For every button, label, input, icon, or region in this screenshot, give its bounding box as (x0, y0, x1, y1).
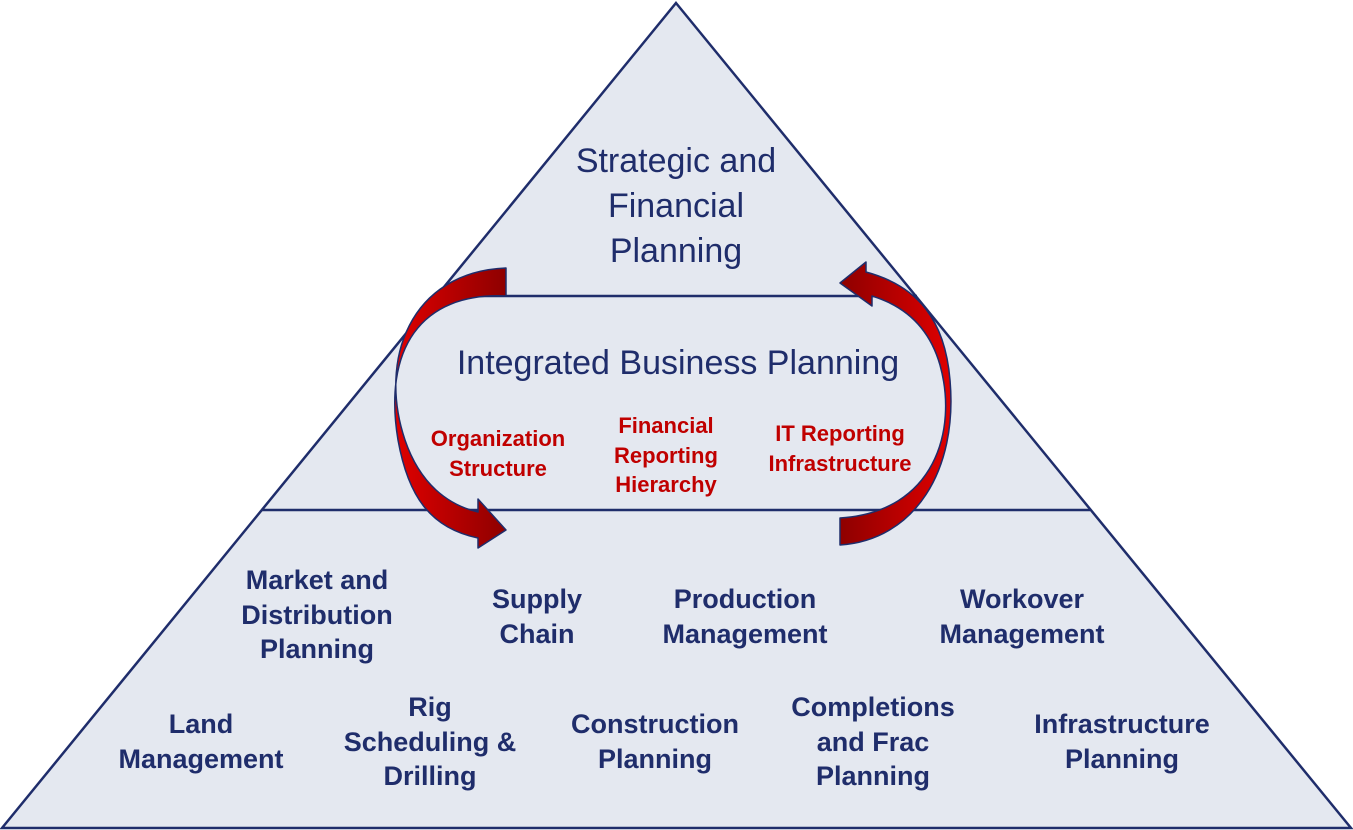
cycle-arrow-left-icon (394, 267, 507, 549)
base-item-construction-planning: Construction Planning (571, 709, 739, 774)
middle-tier-label: Integrated Business Planning (456, 344, 900, 382)
base-item-completions-frac-planning: Completions and Frac Planning (791, 692, 955, 792)
base-item-infrastructure-planning: Infrastructure Planning (1034, 709, 1210, 774)
middle-item-financial-reporting-hierarchy: Financial Reporting Hierarchy (614, 413, 718, 498)
base-item-land-management: Land Management (118, 709, 284, 774)
base-item-rig-scheduling-drilling: Rig Scheduling & Drilling (343, 692, 517, 792)
base-item-supply-chain: Supply Chain (491, 584, 582, 649)
base-item-market-distribution-planning: Market and Distribution Planning (241, 565, 393, 665)
cycle-arrow-right-icon (839, 261, 952, 546)
middle-item-organization-structure: Organization Structure (430, 426, 566, 481)
middle-item-it-reporting-infrastructure: IT Reporting Infrastructure (768, 421, 912, 476)
base-item-production-management: Production Management (662, 584, 828, 649)
base-item-workover-management: Workover Management (939, 584, 1105, 649)
top-tier-label: Strategic and Financial Planning (575, 142, 777, 270)
